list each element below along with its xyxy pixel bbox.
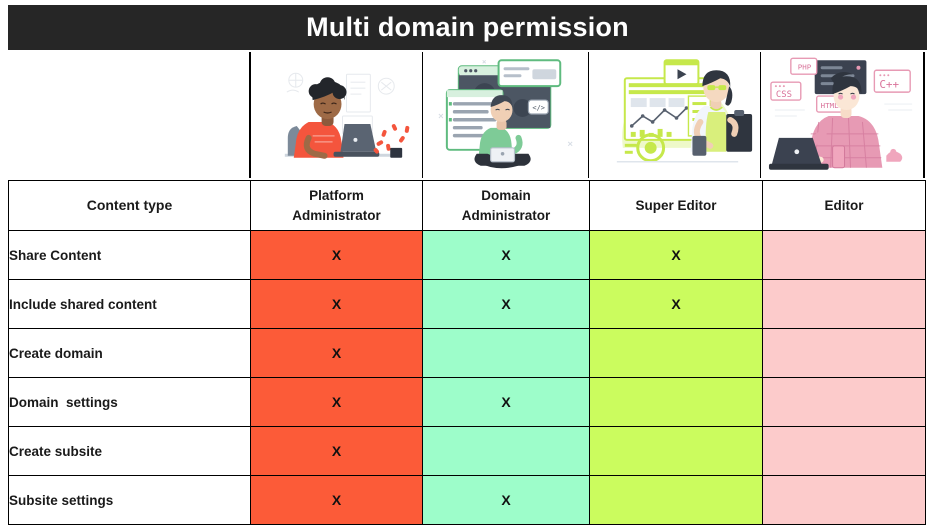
cell-create-subsite-super-editor — [589, 426, 763, 476]
cell-include-shared-content-super-editor: X — [589, 279, 763, 329]
cell-subsite-settings-super-editor — [589, 475, 763, 525]
table-row: Domain settings X X — [8, 377, 926, 427]
code-tag-html: HTML — [821, 101, 839, 110]
table-row: Include shared content X X X — [8, 279, 926, 329]
page-title: Multi domain permission — [306, 12, 629, 42]
illustration-row: </> — [2, 52, 925, 178]
column-header-platform-administrator: Platform Administrator — [250, 180, 423, 231]
cell-create-subsite-editor — [762, 426, 926, 476]
svg-text:</>: </> — [532, 104, 545, 112]
column-header-domain-administrator: Domain Administrator — [422, 180, 590, 231]
cell-create-domain-editor — [762, 328, 926, 378]
column-header-super-editor: Super Editor — [589, 180, 763, 231]
row-label-include-shared-content: Include shared content — [8, 279, 251, 329]
code-tag-php: PHP — [798, 63, 812, 72]
cell-create-subsite-platform-administrator: X — [250, 426, 423, 476]
cell-share-content-platform-administrator: X — [250, 230, 423, 280]
page-title-bar: Multi domain permission — [8, 5, 927, 50]
column-header-content-type: Content type — [8, 180, 251, 231]
row-label-share-content: Share Content — [8, 230, 251, 280]
code-tag-cpp: C++ — [879, 78, 899, 91]
cell-include-shared-content-platform-administrator: X — [250, 279, 423, 329]
row-label-domain-settings: Domain settings — [8, 377, 251, 427]
cell-domain-settings-super-editor — [589, 377, 763, 427]
cell-share-content-super-editor: X — [589, 230, 763, 280]
table-header-row: Content type Platform Administrator Doma… — [8, 180, 926, 231]
table-row: Create subsite X — [8, 426, 926, 476]
illustration-cell-empty — [2, 52, 249, 178]
illustration-super-editor — [588, 52, 761, 178]
permission-table: Content type Platform Administrator Doma… — [8, 180, 926, 525]
cell-domain-settings-platform-administrator: X — [250, 377, 423, 427]
cell-include-shared-content-domain-administrator: X — [422, 279, 590, 329]
cell-create-domain-super-editor — [589, 328, 763, 378]
illustration-editor: PHP CSS HTML C++ — [760, 52, 925, 178]
cell-include-shared-content-editor — [762, 279, 926, 329]
cell-subsite-settings-domain-administrator: X — [422, 475, 590, 525]
cell-share-content-editor — [762, 230, 926, 280]
cell-subsite-settings-platform-administrator: X — [250, 475, 423, 525]
cell-create-subsite-domain-administrator — [422, 426, 590, 476]
cell-create-domain-domain-administrator — [422, 328, 590, 378]
illustration-platform-administrator — [248, 52, 423, 178]
cell-domain-settings-editor — [762, 377, 926, 427]
row-label-create-domain: Create domain — [8, 328, 251, 378]
cell-subsite-settings-editor — [762, 475, 926, 525]
cell-share-content-domain-administrator: X — [422, 230, 590, 280]
cell-domain-settings-domain-administrator: X — [422, 377, 590, 427]
table-row: Create domain X — [8, 328, 926, 378]
row-label-create-subsite: Create subsite — [8, 426, 251, 476]
code-tag-css: CSS — [776, 90, 792, 100]
table-row: Share Content X X X — [8, 230, 926, 280]
cell-create-domain-platform-administrator: X — [250, 328, 423, 378]
column-header-editor: Editor — [762, 180, 926, 231]
table-row: Subsite settings X X — [8, 475, 926, 525]
illustration-domain-administrator: </> — [422, 52, 589, 178]
row-label-subsite-settings: Subsite settings — [8, 475, 251, 525]
